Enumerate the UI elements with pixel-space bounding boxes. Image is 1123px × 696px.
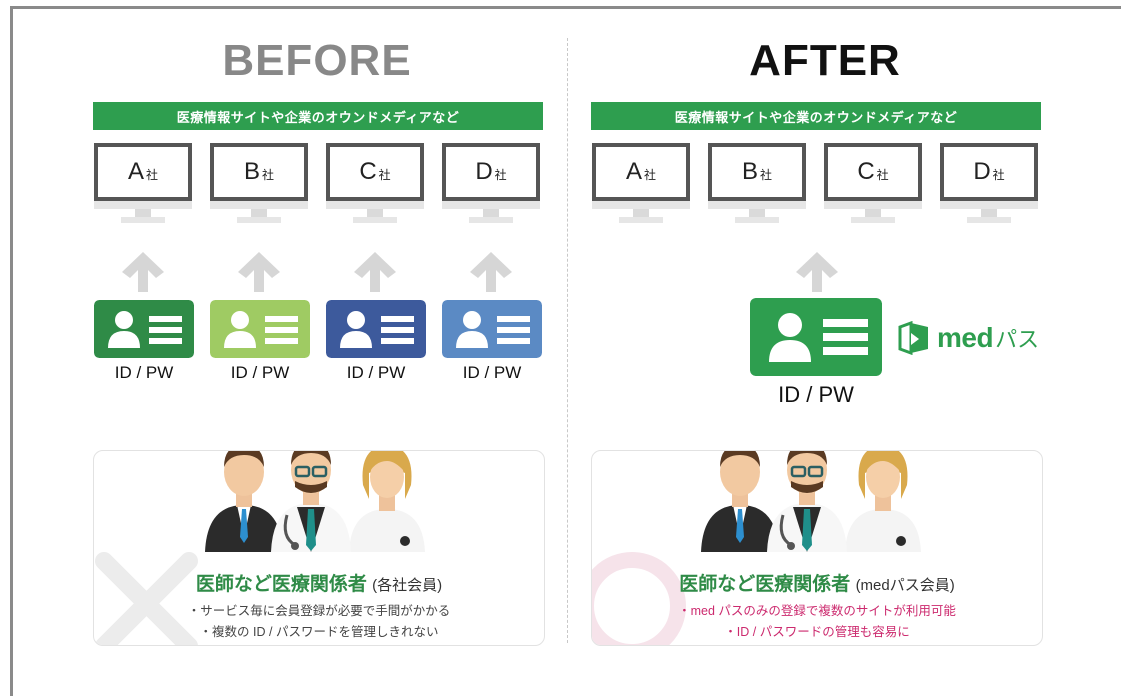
monitor-letter: D [475,158,493,185]
monitor-suffix: 社 [494,167,507,182]
center-divider [567,38,568,643]
id-pw-label: ID / PW [462,363,522,382]
doctors-illustration-icon [205,451,425,552]
monitor-suffix: 社 [146,167,159,182]
before-user-panel: 医師など医療関係者 (各社会員) ・サービス毎に会員登録が必要で手間がかかる ・… [93,450,545,646]
panel-title-sub: (各社会員) [372,577,443,594]
up-arrow-icon [354,252,396,292]
bullet-item: ・サービス毎に会員登録が必要で手間がかかる [187,604,451,618]
before-bullets: ・サービス毎に会員登録が必要で手間がかかる ・複数の ID / パスワードを管理… [94,601,544,643]
monitor-suffix: 社 [644,167,657,182]
panel-title-sub: (medパス会員) [855,577,955,594]
medpass-id-card-icon [750,298,882,376]
logo-kana: パス [995,327,1040,352]
up-arrow-icon [796,252,838,292]
id-card-icon [210,300,310,358]
id-card-icon [94,300,194,358]
after-user-panel: 医師など医療関係者 (medパス会員) ・med パスのみの登録で複数のサイトが… [591,450,1043,646]
monitor-letter: C [857,158,875,185]
after-banner: 医療情報サイトや企業のオウンドメディアなど [591,102,1041,130]
id-pw-label: ID / PW [114,363,174,382]
panel-title-main: 医師など医療関係者 [195,574,367,595]
monitor-suffix: 社 [262,167,275,182]
before-heading: BEFORE [222,36,412,85]
monitor-letter: B [243,158,260,185]
panel-title-main: 医師など医療関係者 [679,574,851,595]
after-heading: AFTER [749,36,901,85]
monitor-letter: C [359,158,377,185]
monitor-suffix: 社 [876,167,889,182]
monitor-letter: A [625,158,642,185]
doctors-illustration-icon [701,451,921,552]
bullet-item: ・ID / パスワードの管理も容易に [724,625,910,639]
up-arrow-icon [238,252,280,292]
before-panel-title: 医師など医療関係者 (各社会員) [94,569,544,596]
monitor-suffix: 社 [378,167,391,182]
logo-text: med [937,322,994,353]
before-banner: 医療情報サイトや企業のオウンドメディアなど [93,102,543,130]
up-arrow-icon [470,252,512,292]
medpass-logo: med パス [897,318,1039,358]
after-panel-title: 医師など医療関係者 (medパス会員) [592,569,1042,596]
medpass-logo-icon [898,321,928,355]
bullet-item: ・med パスのみの登録で複数のサイトが利用可能 [678,604,956,618]
circle-mark-icon [592,552,686,645]
monitor-letter: D [973,158,991,185]
after-bullets: ・med パスのみの登録で複数のサイトが利用可能 ・ID / パスワードの管理も… [592,601,1042,643]
outer-frame [10,6,1121,696]
monitor-suffix: 社 [760,167,773,182]
up-arrow-icon [122,252,164,292]
after-id-pw-label: ID / PW [778,382,854,407]
cross-mark-icon [95,552,198,645]
id-pw-label: ID / PW [346,363,406,382]
monitor-letter: A [127,158,144,185]
id-pw-label: ID / PW [230,363,290,382]
bullet-item: ・複数の ID / パスワードを管理しきれない [199,625,439,639]
id-card-icon [442,300,542,358]
monitor-suffix: 社 [992,167,1005,182]
id-card-icon [326,300,426,358]
monitor-letter: B [741,158,758,185]
